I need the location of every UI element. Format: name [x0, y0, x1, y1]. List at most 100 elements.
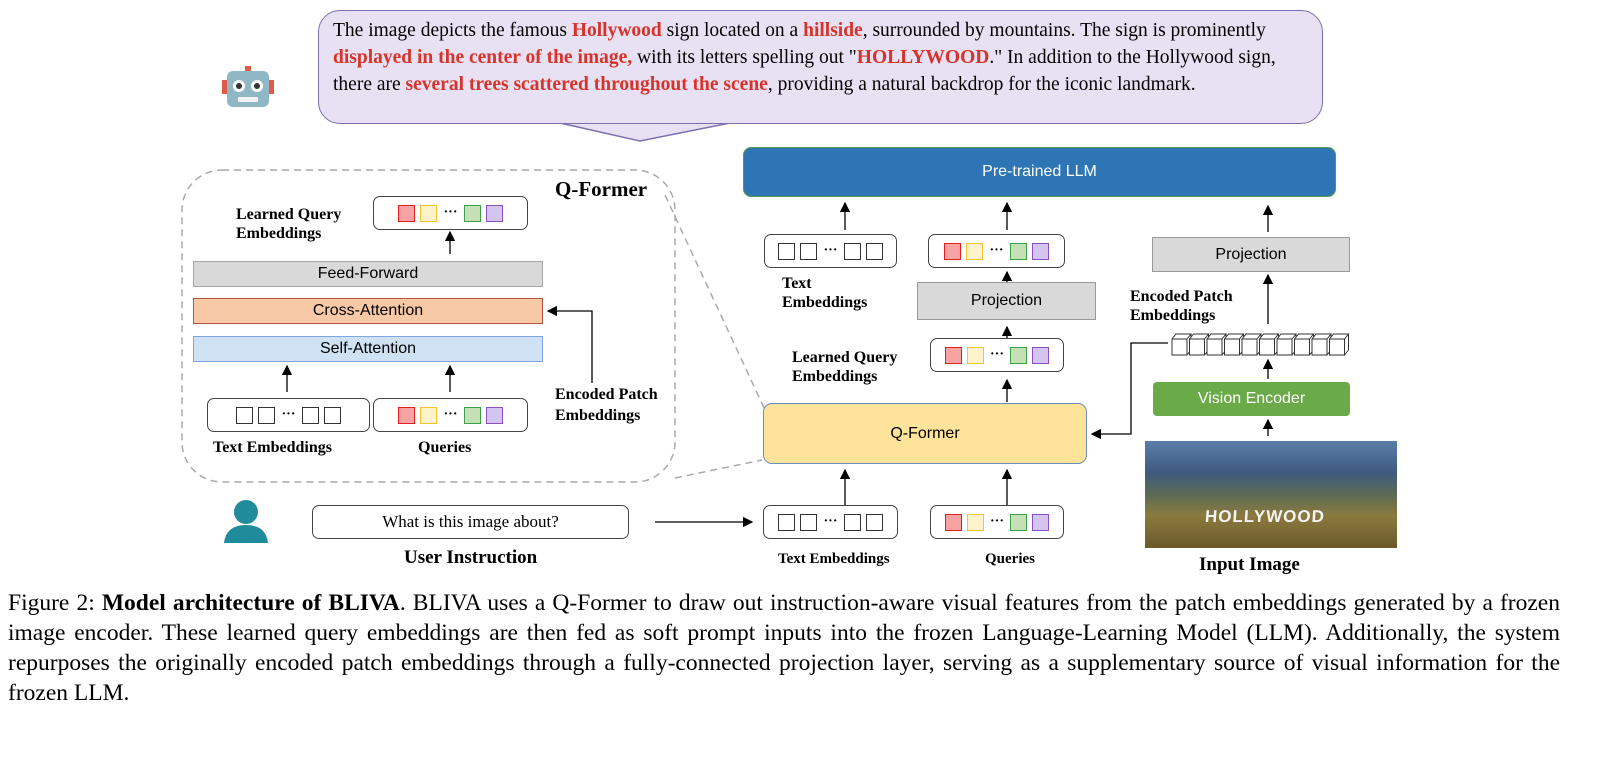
query-square: [1010, 346, 1027, 364]
query-square: [1009, 242, 1027, 260]
query-square: [1010, 513, 1027, 531]
projection-mid: Projection: [917, 282, 1096, 320]
response-text: sign located on a: [661, 20, 804, 41]
query-square: [966, 242, 984, 260]
query-square: [398, 406, 416, 424]
ellipsis: ···: [443, 407, 458, 422]
instruction-box: What is this image about?: [312, 505, 629, 539]
query-square: [944, 242, 962, 260]
patch-cube: [1206, 333, 1228, 356]
query-square: [966, 346, 984, 364]
query-square: [463, 406, 481, 424]
highlighted-text: displayed in the center of the image,: [333, 47, 633, 68]
ellipsis: ···: [281, 407, 296, 422]
encoded-patch-label: Encoded Patch Embeddings: [555, 386, 658, 424]
ellipsis: ···: [989, 514, 1004, 529]
highlighted-text: hillside: [803, 20, 863, 41]
ellipsis: ···: [823, 243, 838, 258]
encoded-patch-label-main: Encoded Patch Embeddings: [1130, 288, 1233, 324]
token-square: [778, 513, 796, 531]
learned-query-label: Learned Query Embeddings: [236, 206, 342, 242]
patch-cube: [1329, 333, 1350, 356]
query-square: [485, 406, 503, 424]
caption-prefix: Figure 2:: [8, 590, 102, 616]
pretrained-llm: Pre-trained LLM: [743, 147, 1336, 197]
token-square: [800, 242, 818, 260]
projected-query-embeddings: ···: [928, 234, 1065, 268]
qformer-block: Q-Former: [763, 403, 1087, 464]
query-square: [420, 406, 438, 424]
figure-caption: Figure 2: Model architecture of BLIVA. B…: [8, 588, 1560, 708]
token-square: [865, 513, 883, 531]
highlighted-text: Hollywood: [571, 20, 662, 41]
token-square: [778, 242, 796, 260]
ellipsis: ···: [989, 243, 1004, 258]
text-embeddings-bottom-label: Text Embeddings: [778, 551, 890, 567]
query-square: [463, 204, 481, 222]
feed-forward-layer: Feed-Forward: [193, 261, 543, 287]
projection-right: Projection: [1152, 237, 1350, 272]
patch-cube: [1171, 333, 1193, 356]
response-text: , providing a natural backdrop for the i…: [767, 74, 1196, 95]
encoded-patch-cubes: [1171, 333, 1350, 356]
token-square: [323, 406, 341, 424]
query-square: [944, 513, 962, 531]
self-attention-layer: Self-Attention: [193, 336, 543, 362]
patch-cube: [1259, 333, 1280, 356]
learned-query-label-main: Learned Query Embeddings: [792, 349, 898, 385]
query-square: [398, 204, 416, 222]
qformer-detail-frame: [181, 169, 676, 483]
highlighted-text: HOLLYWOOD: [856, 47, 990, 68]
user-icon: [222, 497, 270, 543]
response-bubble: The image depicts the famous Hollywood s…: [318, 10, 1323, 124]
query-square: [485, 204, 503, 222]
response-text: , surrounded by mountains. The sign is p…: [862, 20, 1266, 41]
queries: ···: [373, 398, 528, 432]
token-square: [301, 406, 319, 424]
queries-bottom-label: Queries: [985, 551, 1035, 567]
token-square: [843, 513, 861, 531]
patch-cube: [1224, 333, 1245, 356]
query-square: [1032, 346, 1049, 364]
learned-query-embeddings: ···: [373, 196, 528, 230]
query-square: [1031, 242, 1049, 260]
patch-cube: [1276, 333, 1298, 356]
response-text: The image depicts the famous: [333, 20, 572, 41]
response-text: with its letters spelling out ": [632, 47, 857, 68]
text-embeddings: ···: [207, 398, 370, 432]
robot-icon: [222, 66, 274, 108]
caption-text: . BLIVA uses a Q-Former to draw out inst…: [8, 590, 1560, 706]
input-image-label: Input Image: [1199, 554, 1300, 575]
qformer-detail-title: Q-Former: [555, 177, 648, 201]
ellipsis: ···: [989, 347, 1004, 362]
hollywood-sign: HOLLYWOOD: [1204, 507, 1326, 526]
ellipsis: ···: [443, 205, 458, 220]
user-instruction-label: User Instruction: [404, 547, 538, 568]
response-text: ." In addition to the Hollywood sign, th…: [333, 47, 1276, 95]
patch-cube: [1241, 333, 1263, 356]
token-square: [865, 242, 883, 260]
patch-cube: [1189, 333, 1210, 356]
queries-label: Queries: [418, 439, 472, 456]
patch-cube: [1311, 333, 1333, 356]
vision-encoder: Vision Encoder: [1153, 382, 1350, 416]
highlighted-text: several trees scattered throughout the s…: [405, 74, 768, 95]
text-embeddings-top: ···: [764, 234, 897, 268]
query-square: [420, 204, 438, 222]
input-image: HOLLYWOOD: [1145, 441, 1397, 548]
cross-attention-layer: Cross-Attention: [193, 298, 543, 324]
patch-cube: [1294, 333, 1315, 356]
query-square: [1032, 513, 1049, 531]
bubble-tail: [559, 122, 731, 142]
learned-query-embeddings-main: ···: [930, 338, 1064, 372]
token-square: [258, 406, 276, 424]
ellipsis: ···: [823, 514, 838, 529]
caption-title: Model architecture of BLIVA: [101, 590, 400, 616]
query-square: [966, 513, 984, 531]
token-square: [236, 406, 254, 424]
query-square: [944, 346, 962, 364]
text-embeddings-top-label: Text Embeddings: [782, 275, 868, 311]
token-square: [843, 242, 861, 260]
queries-bottom: ···: [930, 505, 1064, 539]
